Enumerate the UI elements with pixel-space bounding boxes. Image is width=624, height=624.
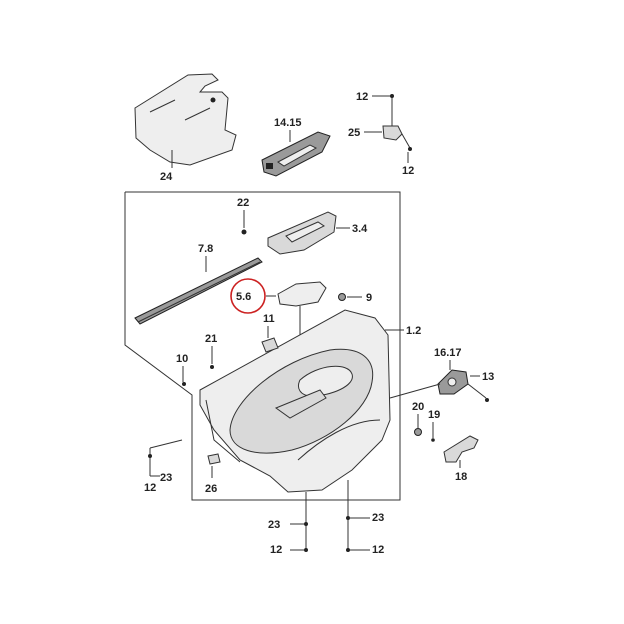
screw-10 <box>182 382 186 386</box>
part-26-clip <box>207 453 221 465</box>
callout-26: 26 <box>205 483 217 495</box>
callout-18: 18 <box>455 471 467 483</box>
callout-1-2: 1.2 <box>406 325 421 337</box>
part-9-plug <box>338 293 346 301</box>
screw-22 <box>241 229 247 235</box>
callout-16-17: 16.17 <box>434 347 462 359</box>
callout-12-left: 12 <box>144 482 156 494</box>
highlight-circle <box>230 278 266 314</box>
callout-3-4: 3.4 <box>352 223 368 235</box>
callout-12-b1: 12 <box>270 544 282 556</box>
callout-9: 9 <box>366 292 372 304</box>
callout-19: 19 <box>428 409 440 421</box>
callout-10: 10 <box>176 353 188 365</box>
callout-21: 21 <box>205 333 217 345</box>
part-5-6-handle-cover <box>277 281 327 307</box>
part-25-clip <box>382 125 403 141</box>
assembly-frame <box>124 191 401 501</box>
callout-13: 13 <box>482 371 494 383</box>
callout-25: 25 <box>348 127 360 139</box>
part-18-lever <box>443 435 479 463</box>
screw-21 <box>210 365 214 369</box>
callout-7-8: 7.8 <box>198 243 213 255</box>
part-11-clip <box>261 337 279 353</box>
callout-23-b1: 23 <box>268 519 280 531</box>
callout-12-top: 12 <box>356 91 368 103</box>
callout-23-b2: 23 <box>372 512 384 524</box>
callout-23-left: 23 <box>160 472 172 484</box>
callout-24: 24 <box>160 171 173 183</box>
callout-20: 20 <box>412 401 424 413</box>
callout-12-b2: 12 <box>372 544 384 556</box>
callout-5-6: 5.6 <box>236 291 251 303</box>
callout-14-15: 14.15 <box>274 117 302 129</box>
callout-22: 22 <box>237 197 249 209</box>
callout-11: 11 <box>263 313 275 325</box>
callout-12-top-b: 12 <box>402 165 414 177</box>
part-20-grommet <box>414 428 422 436</box>
